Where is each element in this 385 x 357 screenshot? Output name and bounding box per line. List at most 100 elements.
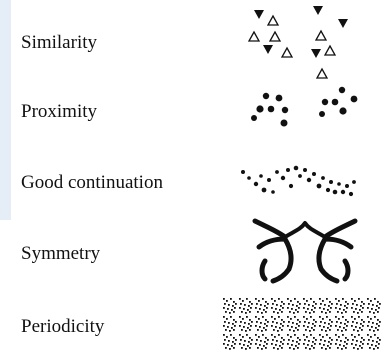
- texture-dot: [243, 326, 245, 328]
- texture-dot: [239, 316, 241, 318]
- texture-dot: [367, 316, 369, 318]
- texture-dot: [223, 298, 225, 300]
- texture-dot: [224, 321, 226, 323]
- texture-dot: [362, 325, 364, 327]
- dot: [325, 187, 331, 193]
- texture-dot: [375, 345, 377, 347]
- texture-dot: [299, 303, 301, 305]
- texture-dot: [271, 334, 273, 336]
- center-cross: [283, 221, 327, 239]
- texture-dot: [379, 339, 381, 341]
- texture-dot: [363, 339, 365, 341]
- texture-dot: [264, 341, 266, 343]
- texture-dot: [372, 340, 374, 342]
- texture-dot: [257, 347, 259, 349]
- texture-dot: [232, 323, 234, 325]
- texture-dot: [361, 329, 363, 331]
- texture-dot: [272, 339, 274, 341]
- texture-dot: [340, 322, 342, 324]
- texture-dot: [262, 334, 264, 336]
- left-lower-arm: [256, 236, 294, 272]
- texture-dot: [242, 300, 244, 302]
- right-lower-arm: [316, 236, 354, 272]
- principle-row-symmetry: Symmetry: [0, 210, 385, 285]
- texture-dot: [258, 336, 260, 338]
- texture-dot: [287, 298, 289, 300]
- texture-dot: [290, 318, 292, 320]
- texture-dot: [235, 339, 237, 341]
- texture-dot: [281, 337, 283, 339]
- texture-dot: [279, 309, 281, 311]
- dot: [267, 105, 275, 113]
- texture-dot: [355, 344, 357, 346]
- periodicity-figure: [223, 298, 381, 350]
- symmetric-brackets: [252, 218, 358, 284]
- texture-dot: [228, 340, 230, 342]
- texture-dot: [275, 308, 277, 310]
- texture-dot: [257, 311, 259, 313]
- texture-dot: [363, 321, 365, 323]
- texture-dot: [367, 343, 369, 345]
- texture-dot: [260, 322, 262, 324]
- texture-dot: [248, 341, 250, 343]
- texture-dot: [255, 334, 257, 336]
- texture-dot: [263, 345, 265, 347]
- left-hook: [259, 258, 268, 282]
- texture-dot: [241, 329, 243, 331]
- dot-cluster-left: [251, 92, 289, 127]
- texture-dot: [245, 330, 247, 332]
- texture-dot: [342, 316, 344, 318]
- texture-dot: [235, 303, 237, 305]
- dot: [280, 119, 288, 127]
- texture-dot: [263, 327, 265, 329]
- texture-dot: [242, 318, 244, 320]
- texture-dot: [235, 321, 237, 323]
- texture-dot: [290, 336, 292, 338]
- texture-dot: [292, 322, 294, 324]
- texture-dot: [258, 300, 260, 302]
- texture-dot: [363, 303, 365, 305]
- texture-dot: [281, 319, 283, 321]
- texture-dot: [299, 321, 301, 323]
- texture-dot: [241, 311, 243, 313]
- texture-dot: [378, 325, 380, 327]
- texture-dot: [344, 323, 346, 325]
- texture-dot: [293, 312, 295, 314]
- texture-dot: [351, 307, 353, 309]
- texture-dot: [239, 343, 241, 345]
- texture-dot: [230, 334, 232, 336]
- texture-dot: [251, 303, 253, 305]
- texture-dot: [292, 304, 294, 306]
- texture-dot: [311, 327, 313, 329]
- texture-dot: [299, 339, 301, 341]
- texture-dot: [314, 343, 316, 345]
- texture-dot: [265, 311, 267, 313]
- texture-dot: [361, 301, 363, 303]
- texture-dot: [311, 345, 313, 347]
- texture-dot: [260, 304, 262, 306]
- texture-dot: [271, 325, 273, 327]
- texture-dot: [315, 303, 317, 305]
- texture-dot: [337, 311, 339, 313]
- texture-dot: [262, 298, 264, 300]
- texture-dot: [358, 316, 360, 318]
- texture-dot: [239, 325, 241, 327]
- texture-dot: [328, 323, 330, 325]
- texture-dot: [369, 329, 371, 331]
- dot: [340, 189, 346, 195]
- texture-dot: [324, 340, 326, 342]
- texture-dot: [297, 337, 299, 339]
- texture-dot: [233, 311, 235, 313]
- texture-dot: [261, 348, 263, 350]
- texture-dot: [373, 330, 375, 332]
- texture-dot: [229, 330, 231, 332]
- texture-dot: [275, 326, 277, 328]
- texture-dot: [259, 326, 261, 328]
- texture-dot: [327, 345, 329, 347]
- texture-dot: [231, 345, 233, 347]
- principle-row-periodicity: Periodicity: [0, 285, 385, 357]
- texture-dot: [305, 311, 307, 313]
- texture-dot: [345, 337, 347, 339]
- texture-dot: [250, 325, 252, 327]
- texture-dot: [255, 307, 257, 309]
